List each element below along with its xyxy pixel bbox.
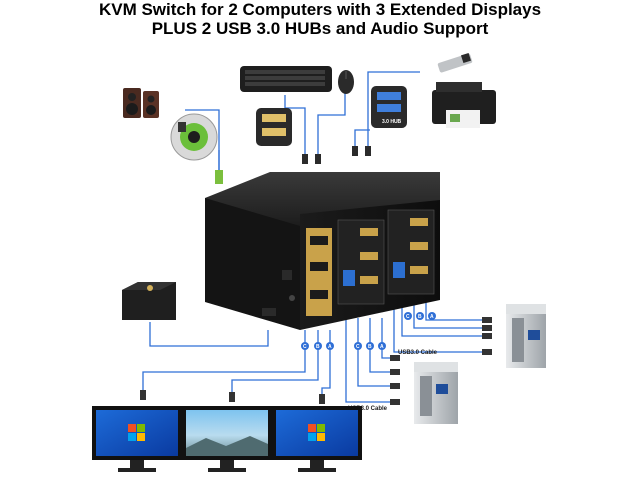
diagram-title-line-2: PLUS 2 USB 3.0 HUBs and Audio Support <box>151 19 489 38</box>
pc1-letter-b: B <box>418 314 422 320</box>
printer-icon <box>432 82 496 128</box>
monitor-cable-a <box>321 330 331 398</box>
pc2-letter-b: B <box>368 344 372 350</box>
keyboard-icon <box>240 66 332 92</box>
usb-hub-icon: 3.0 HUB <box>256 86 407 146</box>
pc1-cable-c <box>401 300 486 337</box>
monitor-letter-b: B <box>316 344 320 350</box>
usb-plug <box>352 146 358 156</box>
monitor-plug <box>140 390 146 400</box>
monitor-plug <box>319 394 325 404</box>
usb-drive-icon <box>437 52 473 73</box>
usb3-port <box>393 262 405 278</box>
mouse-icon <box>338 70 354 94</box>
usb3-port <box>343 270 355 286</box>
headphone-jack-icon <box>170 113 218 161</box>
speaker-icon <box>123 88 159 118</box>
monitor-cable-c <box>142 330 306 394</box>
usb-plug <box>302 154 308 164</box>
monitor-letter-c: C <box>303 344 307 350</box>
remote-cable <box>149 322 269 347</box>
keyboard-cable <box>284 95 306 160</box>
pc2-letter-c: C <box>356 344 360 350</box>
usb-hub-badge-text: 3.0 HUB <box>382 119 402 125</box>
printer-cable <box>367 71 420 150</box>
kvm-switch <box>205 172 440 330</box>
pc2-cable-c <box>345 318 392 403</box>
diagram-title-line-1: KVM Switch for 2 Computers with 3 Extend… <box>98 0 542 19</box>
monitor-icon <box>182 406 272 472</box>
cable-group <box>142 71 486 403</box>
computer-tower-icon <box>506 304 546 368</box>
pc1-cable-a <box>425 300 486 321</box>
usb-cable-label-pc1: USB3.0 Cable <box>398 350 438 356</box>
remote-button-icon <box>122 282 176 320</box>
usb-plug <box>365 146 371 156</box>
pc1-letter-c: C <box>406 314 410 320</box>
monitor-icon <box>92 406 182 472</box>
pc2-cable-b <box>357 318 392 387</box>
audio-plug <box>215 170 223 184</box>
pc2-letter-a: A <box>380 344 384 350</box>
monitor-plug <box>229 392 235 402</box>
mouse-cable <box>317 92 346 160</box>
monitor-cable-b <box>231 330 319 396</box>
monitor-letter-a: A <box>328 344 332 350</box>
pc1-cable-b <box>413 300 486 329</box>
usb-hub-cable <box>354 129 370 150</box>
computer-tower-icon <box>414 362 458 424</box>
monitor-icon <box>272 406 362 472</box>
pc1-usb-cable <box>393 300 486 353</box>
pc2-usb-cable <box>381 318 392 359</box>
pc1-letter-a: A <box>430 314 434 320</box>
usb-cable-label-pc2: USB3.0 Cable <box>348 406 388 412</box>
pc2-cable-a <box>369 318 392 373</box>
usb-plug <box>315 154 321 164</box>
